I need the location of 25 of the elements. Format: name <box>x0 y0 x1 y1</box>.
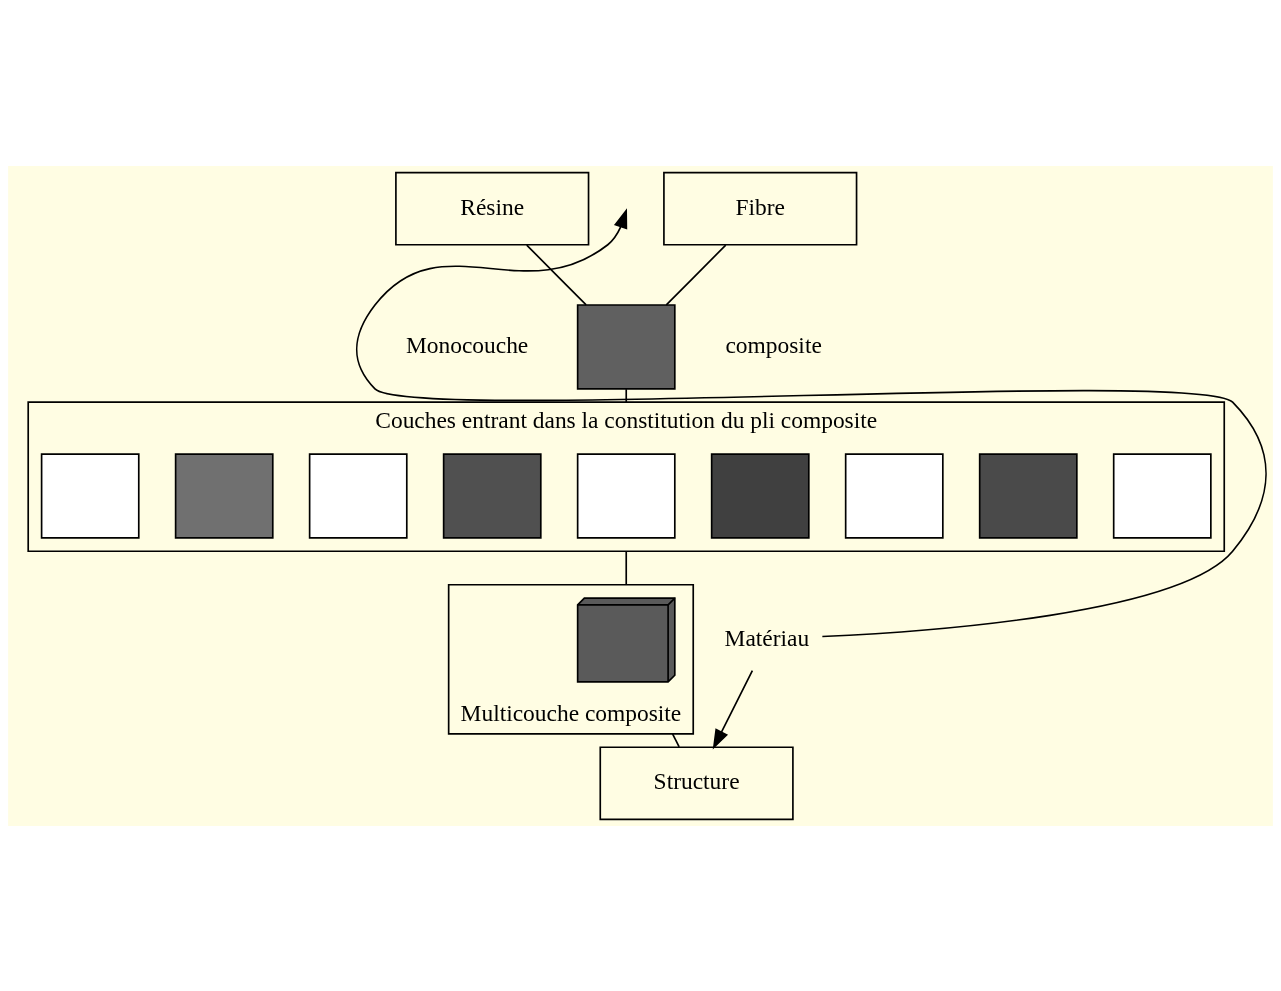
node-text: Matériau <box>724 624 810 651</box>
connector <box>525 243 587 306</box>
node-label: composite <box>725 331 822 358</box>
node-label: Monocouche <box>405 331 529 358</box>
node-box: Résine <box>395 171 590 246</box>
connector <box>625 387 628 403</box>
node-box <box>978 452 1078 539</box>
node-box <box>576 452 676 539</box>
connector <box>671 732 680 748</box>
node-box <box>576 303 676 390</box>
node-box <box>308 452 408 539</box>
cluster: Multicouche composite <box>447 583 695 735</box>
arrow <box>355 207 1267 637</box>
connector <box>665 243 727 306</box>
node-box <box>1112 452 1212 539</box>
node-box <box>844 452 944 539</box>
node-box <box>40 452 140 539</box>
node-box: Structure <box>599 745 794 820</box>
node-box <box>710 452 810 539</box>
node-box <box>174 452 274 539</box>
connector <box>625 549 628 586</box>
arrow <box>712 669 754 749</box>
node-box <box>442 452 542 539</box>
cluster: Couches entrant dans la constitution du pli composite <box>27 400 1226 552</box>
node-box: Fibre <box>663 171 858 246</box>
